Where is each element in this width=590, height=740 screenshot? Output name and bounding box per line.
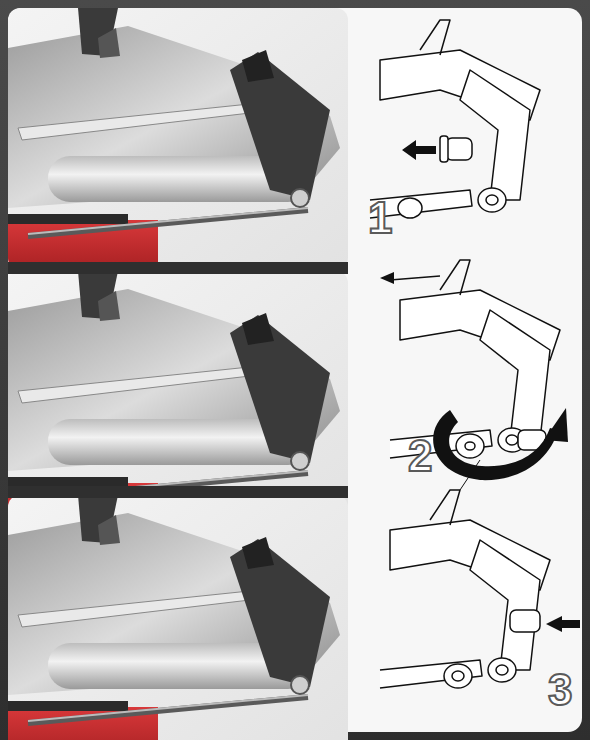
callout-number: 2 — [408, 434, 432, 478]
callout-number: 3 — [548, 668, 572, 712]
callout-number: 1 — [368, 196, 392, 240]
